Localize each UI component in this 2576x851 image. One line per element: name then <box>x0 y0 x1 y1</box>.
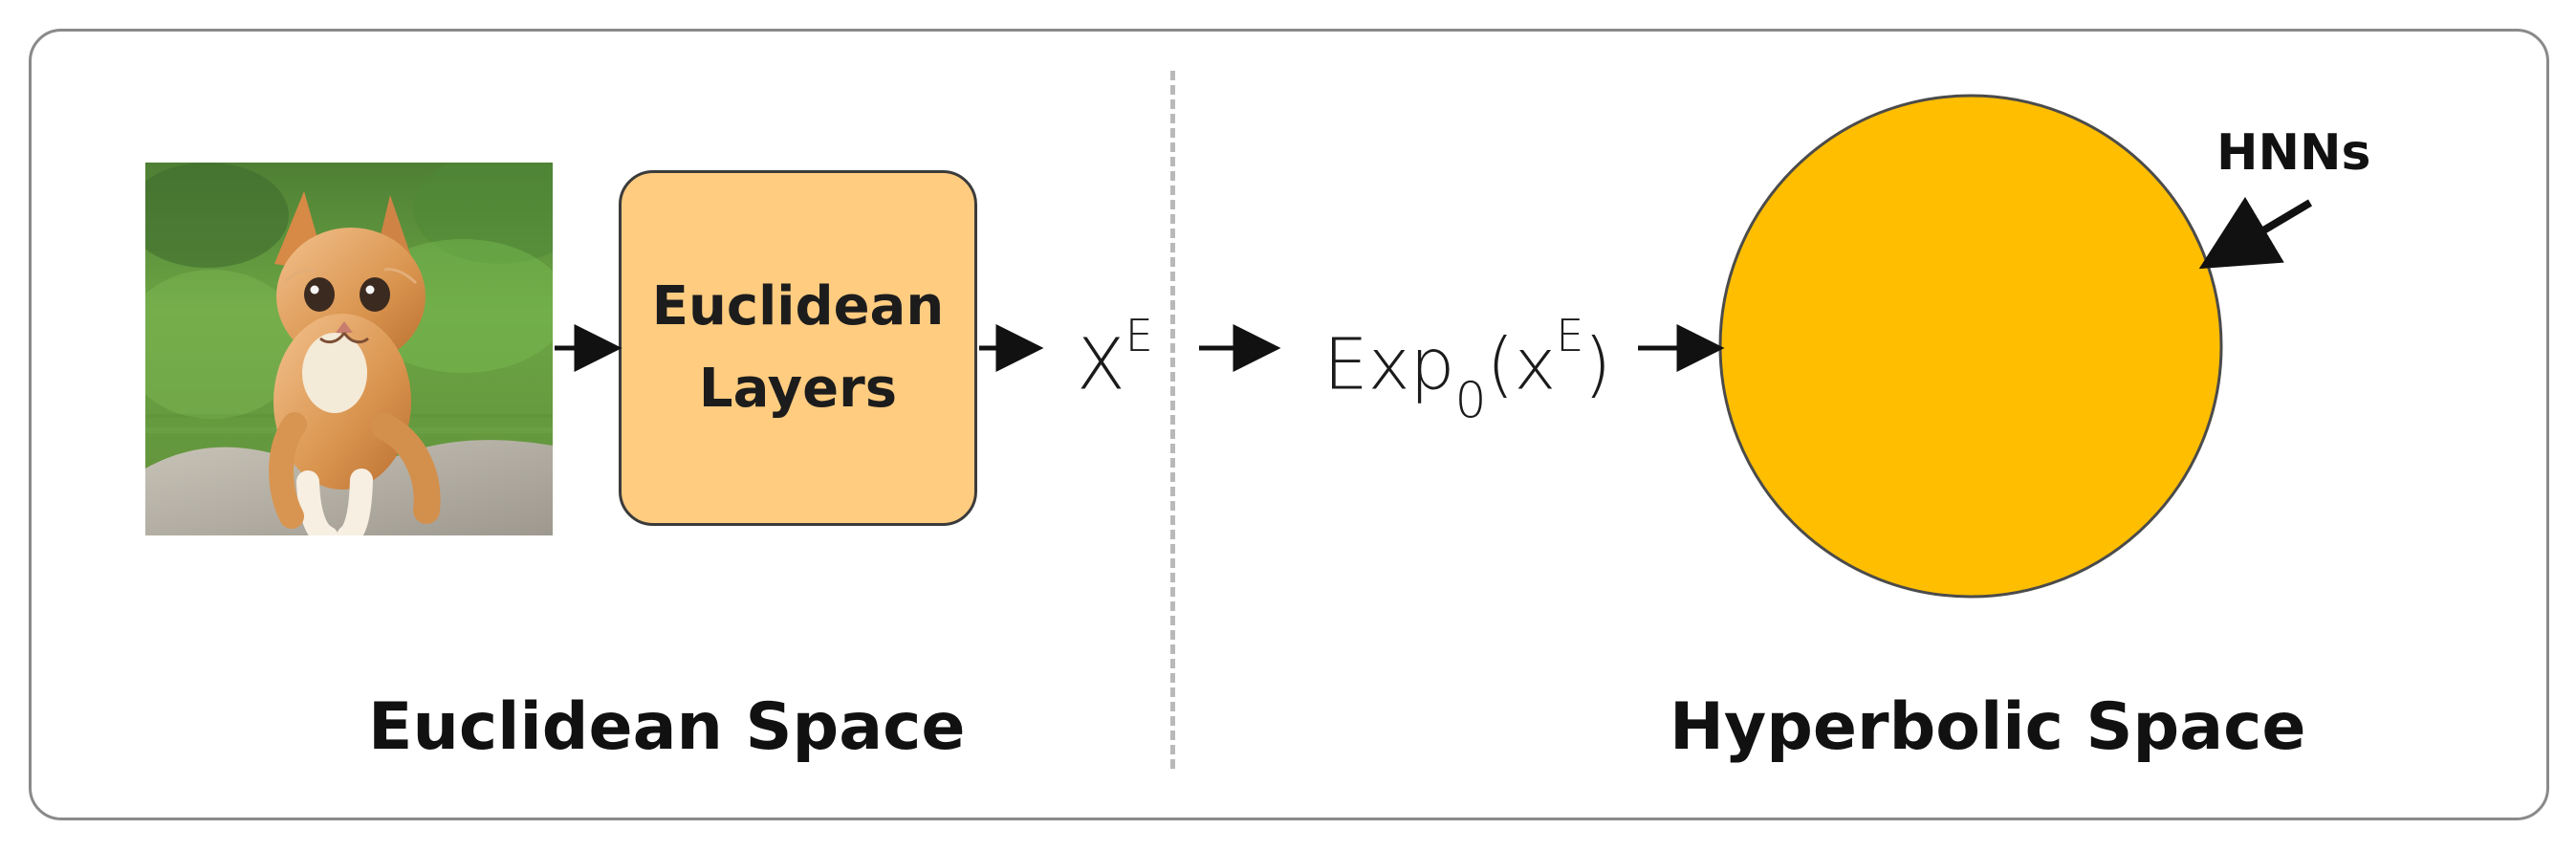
hyperbolic-space-label: Hyperbolic Space <box>1670 689 2306 765</box>
euclidean-layers-box: Euclidean Layers <box>619 170 977 526</box>
euclidean-layers-title-line-2: Layers <box>698 358 898 420</box>
euclidean-embedding-base: X <box>1077 323 1125 406</box>
exponential-map-close: ) <box>1583 323 1612 406</box>
exponential-map-superscript: E <box>1556 310 1584 361</box>
space-divider <box>1170 71 1175 769</box>
euclidean-space-label: Euclidean Space <box>368 689 966 765</box>
euclidean-layers-title-line-1: Euclidean <box>651 275 945 338</box>
exponential-map-subscript: 0 <box>1454 372 1487 430</box>
euclidean-embedding-superscript: E <box>1124 310 1153 361</box>
kitten-image <box>145 163 553 535</box>
exponential-map-label: Exp0(xE) <box>1323 306 1611 430</box>
exponential-map-prefix: Exp <box>1323 323 1455 406</box>
exponential-map-open: (x <box>1486 323 1557 406</box>
euclidean-embedding-label: XE <box>1077 306 1153 408</box>
hnns-label: HNNs <box>2216 124 2371 182</box>
